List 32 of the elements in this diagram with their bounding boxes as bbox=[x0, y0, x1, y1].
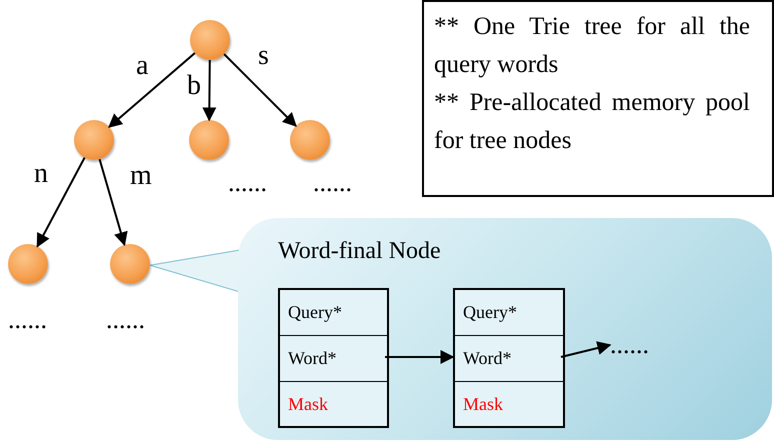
tree-node-circle bbox=[74, 120, 114, 160]
tree-node-circle bbox=[290, 120, 330, 160]
record-field: Word* bbox=[455, 336, 563, 382]
record-box bbox=[453, 288, 565, 428]
tree-node-circle bbox=[189, 120, 229, 160]
callout-bubble bbox=[238, 218, 772, 440]
note-text: ** Pre-allocated memory pool for tree nodes bbox=[434, 88, 750, 156]
arrow bbox=[108, 52, 196, 128]
arrow bbox=[385, 350, 454, 364]
ellipsis-text: ...... bbox=[610, 330, 670, 360]
arrow bbox=[202, 60, 216, 122]
tree-node-circle bbox=[190, 20, 230, 60]
record-field: Mask bbox=[455, 382, 563, 426]
ellipsis-text: ...... bbox=[106, 305, 145, 335]
arrow bbox=[223, 53, 297, 127]
arrow bbox=[36, 157, 86, 248]
arrow bbox=[98, 158, 128, 246]
record-field: Query* bbox=[455, 290, 563, 336]
record-field: Word* bbox=[280, 336, 387, 382]
ellipsis-text: ...... bbox=[8, 305, 47, 335]
record-field: Query* bbox=[280, 290, 387, 336]
arrow bbox=[560, 341, 612, 358]
tree-node-circle bbox=[8, 244, 48, 284]
record-field: Mask bbox=[280, 382, 387, 426]
note-text: ** One Trie tree for all the query words bbox=[434, 12, 750, 80]
note-box bbox=[422, 0, 774, 197]
tree-node-circle bbox=[110, 244, 150, 284]
ellipsis-text: ...... bbox=[313, 168, 352, 198]
ellipsis-text: ...... bbox=[228, 168, 267, 198]
callout-title: Word-final Node bbox=[278, 238, 441, 265]
callout-tail bbox=[149, 249, 240, 293]
record-box bbox=[278, 288, 389, 428]
